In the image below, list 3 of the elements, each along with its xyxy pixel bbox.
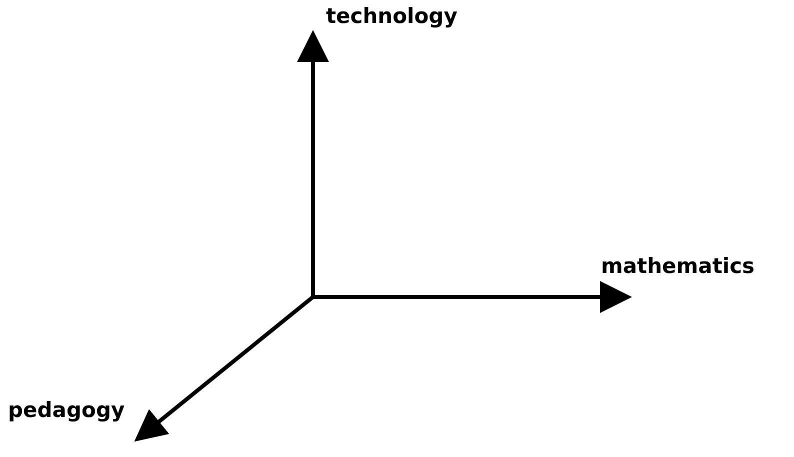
axis-label: technology <box>326 6 458 27</box>
axis-label: pedagogy <box>8 400 125 421</box>
axis-label: mathematics <box>601 256 755 277</box>
